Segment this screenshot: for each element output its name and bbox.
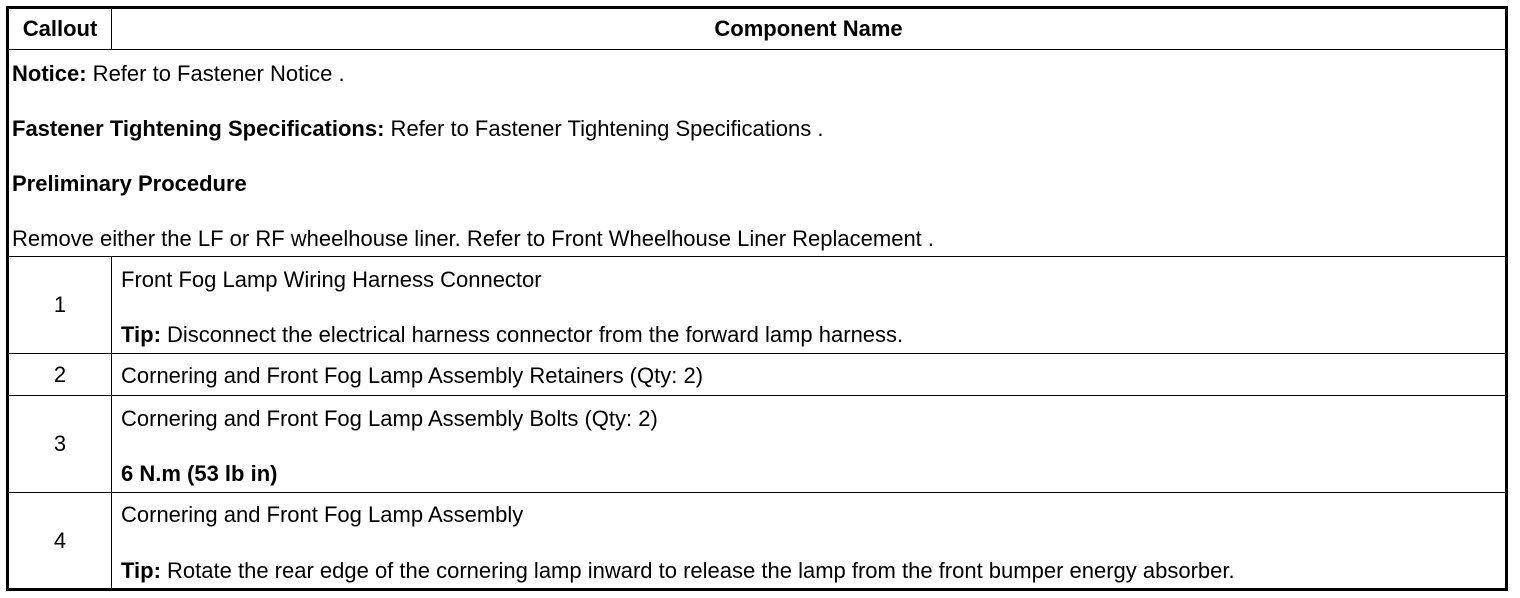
header-callout: Callout [9,9,112,49]
component-name: Front Fog Lamp Wiring Harness Connector [121,267,542,292]
component-cell: Cornering and Front Fog Lamp Assembly Re… [112,354,1505,395]
preliminary-procedure-heading: Preliminary Procedure [12,171,247,196]
notes-row: Notice: Refer to Fastener Notice . Faste… [9,49,1505,256]
component-cell: Cornering and Front Fog Lamp Assembly Bo… [112,396,1505,492]
callout-number: 3 [9,396,112,492]
notice-text: Refer to Fastener Notice . [86,61,345,86]
table-row: 4 Cornering and Front Fog Lamp Assembly … [9,492,1505,588]
notice-label: Notice: [12,61,87,86]
component-name: Cornering and Front Fog Lamp Assembly Bo… [121,406,658,431]
tip-text: Disconnect the electrical harness connec… [160,322,904,347]
tip-label: Tip: [121,322,161,347]
component-name: Cornering and Front Fog Lamp Assembly Re… [121,363,704,388]
callout-number: 1 [9,257,112,353]
torque-spec: 6 N.m (53 lb in) [121,461,278,486]
table-row: 3 Cornering and Front Fog Lamp Assembly … [9,395,1505,492]
tip-text: Rotate the rear edge of the cornering la… [160,558,1235,583]
table-row: 1 Front Fog Lamp Wiring Harness Connecto… [9,256,1505,353]
preliminary-procedure-text: Remove either the LF or RF wheelhouse li… [12,226,935,251]
notice-line: Notice: Refer to Fastener Notice . [12,61,345,87]
fastener-spec-label: Fastener Tightening Specifications: [12,116,385,141]
table-header-row: Callout Component Name [9,9,1505,49]
component-cell: Front Fog Lamp Wiring Harness Connector … [112,257,1505,353]
component-cell: Cornering and Front Fog Lamp Assembly Ti… [112,493,1505,588]
header-component-name: Component Name [714,16,903,41]
table-row: 2 Cornering and Front Fog Lamp Assembly … [9,353,1505,395]
component-table: Callout Component Name Notice: Refer to … [6,6,1508,591]
callout-number: 4 [9,493,112,588]
callout-number: 2 [9,354,112,395]
tip-line: Tip: Rotate the rear edge of the corneri… [121,558,1235,584]
fastener-spec-line: Fastener Tightening Specifications: Refe… [12,116,823,142]
tip-label: Tip: [121,558,161,583]
component-name: Cornering and Front Fog Lamp Assembly [121,502,524,527]
fastener-spec-text: Refer to Fastener Tightening Specificati… [384,116,824,141]
tip-line: Tip: Disconnect the electrical harness c… [121,322,903,348]
